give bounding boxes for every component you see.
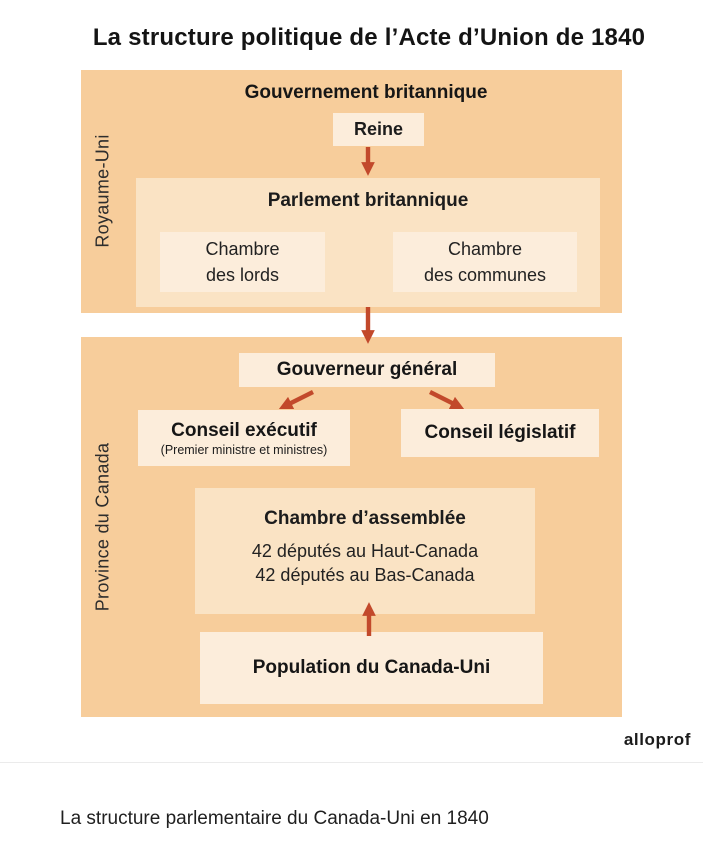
divider-line	[0, 762, 703, 763]
node-population-canada-uni-label: Population du Canada-Uni	[252, 657, 491, 678]
node-chambre-des-communes: Chambre des communes	[393, 232, 577, 292]
node-reine: Reine	[333, 113, 424, 146]
node-chambre-assemblee-label: Chambre d’assemblée	[264, 508, 466, 529]
node-chambre-des-lords-line2: des lords	[205, 265, 280, 285]
side-label-province-du-canada: Province du Canada	[92, 442, 113, 612]
node-conseil-executif-subtitle: (Premier ministre et ministres)	[160, 442, 328, 457]
alloprof-logo: alloprof	[623, 730, 691, 749]
node-conseil-executif-label: Conseil exécutif	[171, 419, 317, 441]
uk-panel-header: Gouvernement britannique	[244, 82, 488, 103]
node-chambre-assemblee: Chambre d’assemblée 42 députés au Haut-C…	[195, 488, 535, 614]
node-reine-label: Reine	[353, 119, 404, 139]
node-chambre-assemblee-line1: 42 députés au Haut-Canada	[251, 541, 479, 561]
node-gouverneur-general: Gouverneur général	[239, 353, 495, 387]
node-conseil-legislatif-label: Conseil législatif	[424, 422, 576, 443]
node-chambre-assemblee-line2: 42 députés au Bas-Canada	[255, 565, 475, 586]
node-chambre-des-lords-line1: Chambre	[205, 238, 280, 259]
node-conseil-legislatif: Conseil législatif	[401, 409, 599, 457]
node-chambre-des-communes-line2: des communes	[423, 265, 547, 285]
node-chambre-des-communes-line1: Chambre	[447, 238, 523, 259]
page-title: La structure politique de l’Acte d’Union…	[92, 24, 646, 51]
side-label-royaume-uni: Royaume-Uni	[92, 134, 113, 248]
node-gouverneur-general-label: Gouverneur général	[276, 359, 458, 380]
node-conseil-executif: Conseil exécutif (Premier ministre et mi…	[138, 410, 350, 466]
node-parlement-britannique-label: Parlement britannique	[267, 190, 469, 211]
node-population-canada-uni: Population du Canada-Uni	[200, 632, 543, 704]
node-chambre-des-lords: Chambre des lords	[160, 232, 325, 292]
figure-caption: La structure parlementaire du Canada-Uni…	[60, 808, 489, 829]
